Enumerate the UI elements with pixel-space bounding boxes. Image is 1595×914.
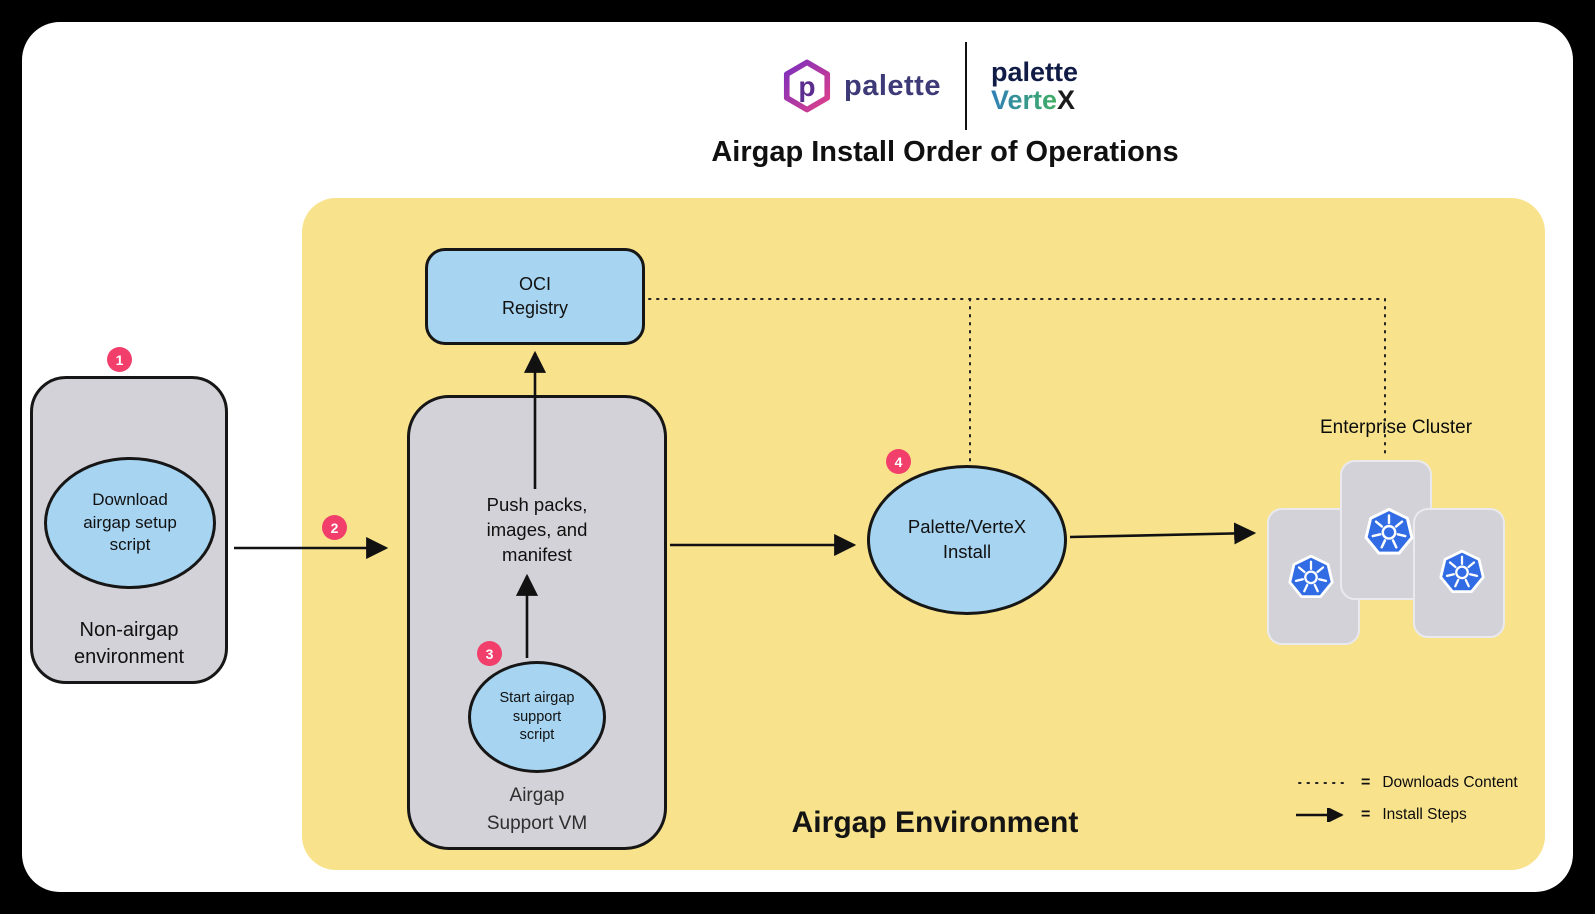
legend-install-row: = Install Steps xyxy=(1294,806,1467,824)
step-badge-4: 4 xyxy=(886,449,911,474)
airgap-support-vm-caption: Airgap Support VM xyxy=(486,785,588,834)
airgap-environment-label: Airgap Environment xyxy=(791,806,1079,839)
svg-text:p: p xyxy=(798,71,815,102)
palette-brand: p palette xyxy=(780,59,941,113)
legend-equals: = xyxy=(1361,774,1371,791)
vertex-wordmark-line2: VerteX xyxy=(990,85,1076,115)
palette-vertex-install-node: Palette/VerteX Install xyxy=(867,465,1067,615)
legend-install-label: Install Steps xyxy=(1382,806,1467,823)
download-airgap-setup-script-node: Download airgap setup script xyxy=(44,457,216,589)
dotted-line-icon xyxy=(1298,782,1348,784)
brand-header: p palette palette VerteX xyxy=(780,40,1078,132)
oci-registry-node: OCI Registry xyxy=(425,248,645,345)
non-airgap-environment-caption: Non-airgap environment xyxy=(73,619,185,668)
kubernetes-icon xyxy=(1362,506,1416,560)
kubernetes-icon xyxy=(1437,548,1487,598)
non-airgap-environment-box: Download airgap setup script Non-airgap … xyxy=(30,376,228,684)
brand-divider xyxy=(964,42,967,130)
arrow-line-icon xyxy=(1296,808,1344,822)
push-packs-label: Push packs, images, and manifest xyxy=(486,494,588,565)
start-airgap-support-script-node: Start airgap support script xyxy=(468,661,606,773)
enterprise-cluster-label: Enterprise Cluster xyxy=(1319,417,1473,438)
airgap-support-vm-box: Push packs, images, and manifest Start a… xyxy=(407,395,667,850)
palette-wordmark: palette xyxy=(844,69,941,102)
palette-logo-icon: p xyxy=(783,59,831,113)
vertex-wordmark-line1: palette xyxy=(990,56,1079,87)
page-title: Airgap Install Order of Operations xyxy=(711,136,1179,168)
palette-vertex-brand: palette VerteX xyxy=(990,56,1079,115)
legend-equals: = xyxy=(1361,806,1371,823)
legend-downloads-label: Downloads Content xyxy=(1382,774,1518,791)
step-badge-3: 3 xyxy=(477,641,502,666)
step-badge-2: 2 xyxy=(322,515,347,540)
legend-downloads-row: = Downloads Content xyxy=(1297,774,1518,792)
step-badge-1: 1 xyxy=(107,347,132,372)
kubernetes-icon xyxy=(1286,553,1336,603)
